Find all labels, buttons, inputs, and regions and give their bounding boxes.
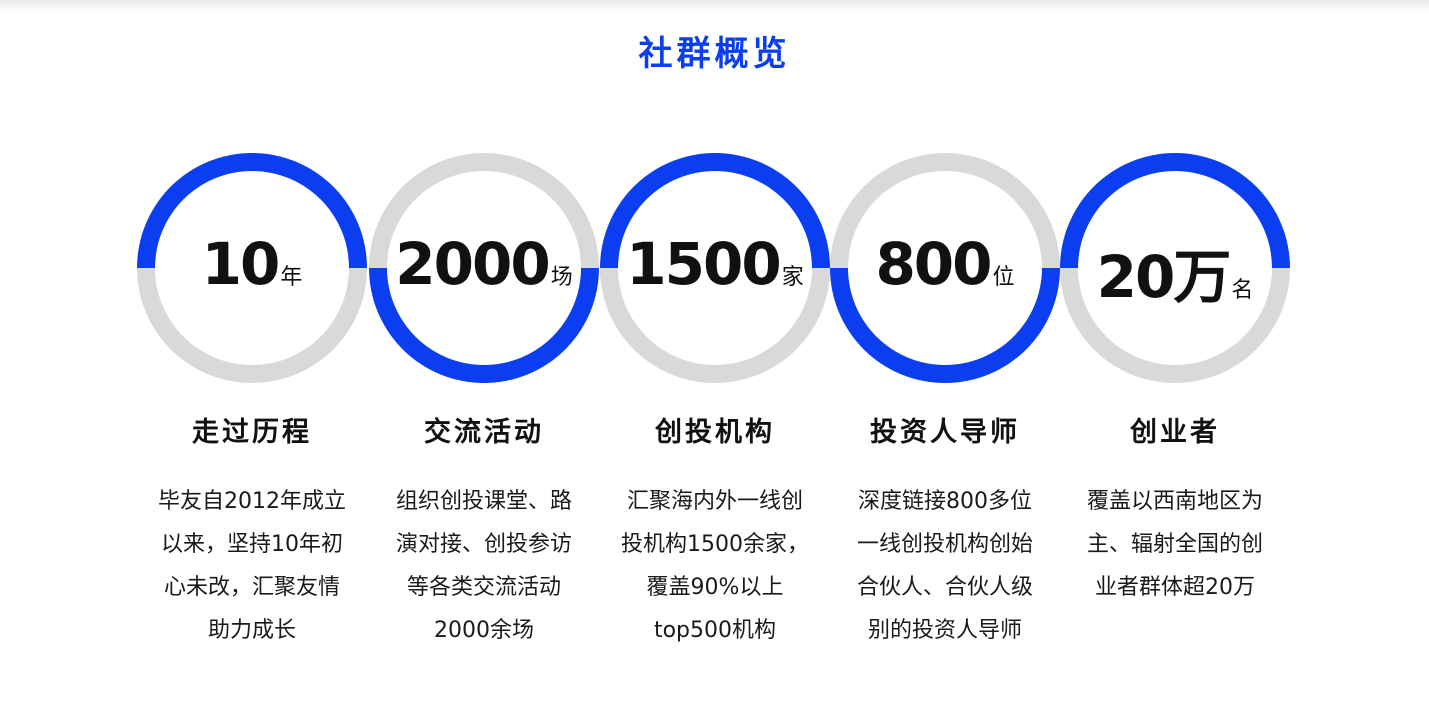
stat-description: 覆盖以西南地区为 主、辐射全国的创 业者群体超20万 [1067,480,1283,609]
description-line: 别的投资人导师 [867,618,1022,643]
stat-number: 1500 [626,230,781,298]
stat-ring: 800位 [829,148,1061,388]
ring-bottom-arc [830,268,1060,383]
description-line: 覆盖以西南地区为 [1086,489,1263,514]
top-shadow [0,0,1429,14]
description-line: 助力成长 [207,618,296,643]
description-line: 毕友自2012年成立 [158,489,346,514]
description-line: 深度链接800多位 [858,489,1032,514]
stat-label: 创投机构 [655,417,775,448]
stat-number: 10 [201,230,281,298]
description-line: 心未改，汇聚友情 [163,575,340,600]
stat-mentors: 800位 投资人导师 深度链接800多位 一线创投机构创始 合伙人、合伙人级 别… [829,148,1061,643]
stat-ring: 10年 [136,148,368,388]
description-line: 演对接、创投参访 [395,532,572,557]
description-line: 汇聚海内外一线创 [626,489,803,514]
stat-value: 800位 [829,230,1061,298]
description-line: 合伙人、合伙人级 [856,575,1033,600]
ring-bottom-arc [600,268,830,383]
stat-ring: 20万名 [1059,148,1291,388]
stat-number: 800 [875,230,992,298]
stat-description: 深度链接800多位 一线创投机构创始 合伙人、合伙人级 别的投资人导师 [837,480,1053,652]
stat-value: 2000场 [368,230,600,298]
description-line: 2000余场 [434,618,534,643]
description-line: 一线创投机构创始 [856,532,1033,557]
description-line: 覆盖90%以上 [646,575,784,600]
stat-description: 毕友自2012年成立 以来，坚持10年初 心未改，汇聚友情 助力成长 [144,480,360,652]
stat-events: 2000场 交流活动 组织创投课堂、路 演对接、创投参访 等各类交流活动 200… [368,148,600,643]
stat-institutions: 1500家 创投机构 汇聚海内外一线创 投机构1500余家， 覆盖90%以上 t… [599,148,831,643]
description-line: 主、辐射全国的创 [1086,532,1263,557]
stat-label: 投资人导师 [870,417,1020,448]
stat-ring: 1500家 [599,148,831,388]
stat-unit: 家 [781,265,804,290]
stat-history: 10年 走过历程 毕友自2012年成立 以来，坚持10年初 心未改，汇聚友情 助… [136,148,368,643]
stat-number: 20万 [1096,243,1232,311]
description-line: 业者群体超20万 [1095,575,1255,600]
stat-description: 汇聚海内外一线创 投机构1500余家， 覆盖90%以上 top500机构 [607,480,823,652]
ring-top-arc [1060,153,1290,268]
ring-graphic [369,153,599,383]
description-line: 等各类交流活动 [406,575,561,600]
ring-top-arc [830,153,1060,268]
ring-graphic [600,153,830,383]
ring-graphic [1060,153,1290,383]
stat-value: 1500家 [599,230,831,298]
description-line: 以来，坚持10年初 [161,532,343,557]
stat-unit: 名 [1231,278,1254,303]
description-line: 组织创投课堂、路 [395,489,572,514]
ring-bottom-arc [369,268,599,383]
ring-top-arc [369,153,599,268]
stat-description: 组织创投课堂、路 演对接、创投参访 等各类交流活动 2000余场 [376,480,592,652]
stat-founders: 20万名 创业者 覆盖以西南地区为 主、辐射全国的创 业者群体超20万 [1059,148,1291,600]
stat-unit: 年 [280,265,303,290]
description-line: 投机构1500余家， [621,532,809,557]
stat-unit: 位 [992,265,1015,290]
stat-number: 2000 [395,230,550,298]
stat-label: 走过历程 [192,417,312,448]
stat-unit: 场 [550,265,573,290]
description-line: top500机构 [653,618,777,643]
stat-label: 创业者 [1130,417,1220,448]
stat-label: 交流活动 [424,417,544,448]
page-title: 社群概览 [638,34,791,74]
ring-bottom-arc [1060,268,1290,383]
ring-top-arc [600,153,830,268]
stat-value: 10年 [136,230,368,298]
stat-value: 20万名 [1059,230,1291,314]
ring-graphic [830,153,1060,383]
stat-ring: 2000场 [368,148,600,388]
ring-graphic [137,153,367,383]
ring-bottom-arc [137,268,367,383]
ring-top-arc [137,153,367,268]
